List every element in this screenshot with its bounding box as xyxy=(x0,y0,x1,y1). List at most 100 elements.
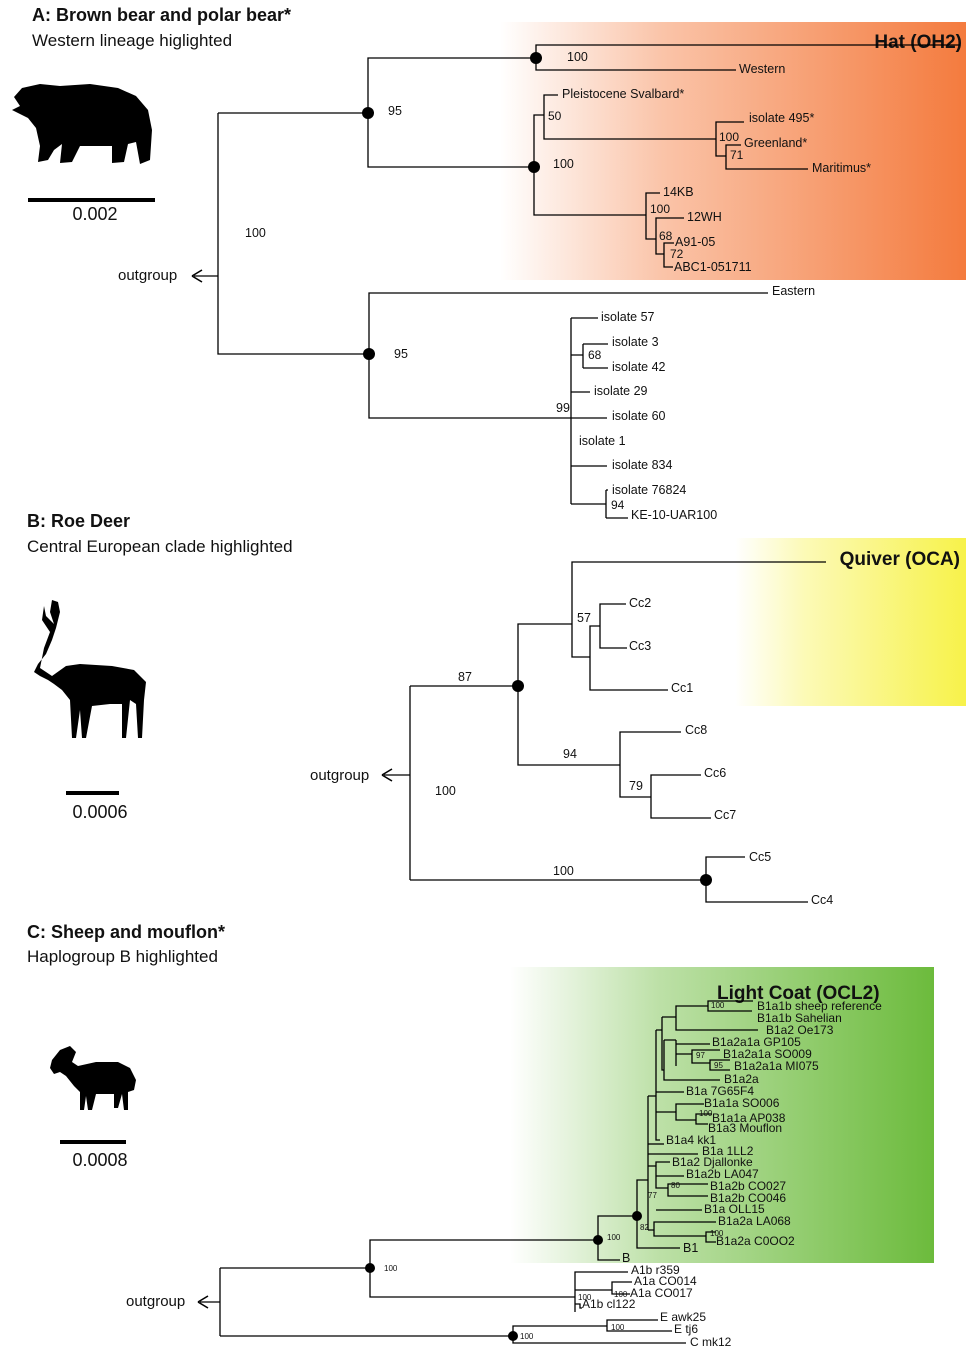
panel-c-taxon: A1b cl122 xyxy=(582,1297,636,1311)
panel-b-title: B: Roe Deer xyxy=(27,511,130,531)
panel-a-support: 94 xyxy=(611,498,625,512)
panel-c-outgroup-label: outgroup xyxy=(126,1293,185,1310)
panel-b-subtitle: Central European clade highlighted xyxy=(27,537,293,556)
node-dot xyxy=(528,161,540,173)
panel-a-taxon: Eastern xyxy=(772,284,815,298)
panel-c-taxon: B1a2 Djallonke xyxy=(672,1155,753,1169)
bear-silhouette-icon xyxy=(12,84,152,164)
panel-c-taxon: B xyxy=(622,1251,630,1265)
panel-c-b-clade xyxy=(597,1215,637,1261)
node-dot xyxy=(632,1211,642,1221)
panel-b-taxon: Cc6 xyxy=(704,766,726,780)
node-dot xyxy=(593,1235,603,1245)
panel-a-support: 100 xyxy=(719,130,739,144)
panel-b-outgroup-label: outgroup xyxy=(310,767,369,784)
panel-c-root-branches xyxy=(219,1267,513,1337)
tree-branch xyxy=(705,1231,716,1243)
panel-a-taxon: isolate 3 xyxy=(612,335,659,349)
panel-c-taxon: B1a4 kk1 xyxy=(666,1133,716,1147)
panel-b-taxon: Cc3 xyxy=(629,639,651,653)
panel-c-support: 82 xyxy=(640,1223,649,1232)
panel-c-support: 100 xyxy=(611,1323,625,1332)
panel-c-taxon: A1a CO017 xyxy=(630,1286,693,1300)
panel-c-taxon: B1a2a xyxy=(724,1072,759,1086)
tree-branch xyxy=(695,1113,712,1125)
panel-a-title: A: Brown bear and polar bear* xyxy=(32,5,291,25)
panel-c-ec-clade xyxy=(512,1325,686,1344)
panel-c-taxon: B1 xyxy=(683,1241,698,1255)
panel-b: B: Roe Deer Central European clade highl… xyxy=(27,511,966,907)
panel-a-support: 95 xyxy=(388,104,402,118)
panel-c-scale-label: 0.0008 xyxy=(72,1150,127,1170)
panel-b-cc5-clade xyxy=(705,856,808,903)
panel-a-taxon: 14KB xyxy=(663,185,694,199)
panel-a-support: 71 xyxy=(730,148,744,162)
node-dot xyxy=(508,1331,518,1341)
panel-b-support: 100 xyxy=(435,784,456,798)
panel-a-taxon: isolate 834 xyxy=(612,458,673,472)
panel-a-support: 100 xyxy=(567,50,588,64)
panel-c-taxon: B1a2a LA068 xyxy=(718,1214,791,1228)
panel-a-taxon: Greenland* xyxy=(744,136,807,150)
panel-a-support: 100 xyxy=(650,202,670,216)
panel-c-subtitle: Haplogroup B highlighted xyxy=(27,947,218,966)
panel-a-taxon: isolate 76824 xyxy=(612,483,686,497)
node-dot xyxy=(365,1263,375,1273)
panel-a-support: 100 xyxy=(553,157,574,171)
panel-a-outgroup-label: outgroup xyxy=(118,267,177,284)
panel-a-greenland-clade xyxy=(715,121,744,157)
panel-c-taxon: B1a2 Oe173 xyxy=(766,1023,834,1037)
panel-c-support: 97 xyxy=(696,1051,705,1060)
panel-c-taxon: A1b r359 xyxy=(631,1263,680,1277)
panel-c-taxon: B1a2a C0OO2 xyxy=(716,1234,795,1248)
tree-branch xyxy=(606,1319,672,1332)
panel-a-support: 95 xyxy=(394,347,408,361)
tree-branch xyxy=(667,1183,708,1197)
panel-b-highlight-label: Quiver (OCA) xyxy=(840,549,960,570)
panel-c-taxon: B1a2b LA047 xyxy=(686,1167,759,1181)
arrow-left-icon xyxy=(197,1295,209,1309)
panel-c-ab-clade xyxy=(369,1239,598,1298)
panel-a-highlight-label: Hat (OH2) xyxy=(874,32,962,53)
panel-b-cc6-clade xyxy=(650,774,711,819)
panel-b-root-branches xyxy=(409,685,706,881)
tree-branch xyxy=(648,1221,716,1237)
panel-a-upper-clade xyxy=(367,57,536,168)
panel-a-taxon: isolate 495* xyxy=(749,111,814,125)
panel-c-support: 100 xyxy=(384,1264,398,1273)
deer-silhouette-icon xyxy=(34,600,146,738)
panel-a-taxon: isolate 29 xyxy=(594,384,648,398)
tree-branch xyxy=(648,1161,670,1189)
sheep-silhouette-icon xyxy=(50,1046,136,1110)
panel-a-maritimus-clade xyxy=(725,144,808,170)
panel-b-quiver-clade xyxy=(571,561,826,658)
panel-a-support: 50 xyxy=(548,109,562,123)
panel-b-cc8-clade xyxy=(619,731,681,798)
tree-branch xyxy=(709,1059,730,1071)
tree-branch xyxy=(648,1030,660,1141)
panel-b-highlight xyxy=(735,538,966,706)
tree-branch xyxy=(707,1000,753,1012)
panel-c-support: 100 xyxy=(614,1290,628,1299)
panel-c-taxon: B1a 1LL2 xyxy=(702,1144,754,1158)
tree-branch xyxy=(571,343,608,369)
panel-a-subtitle: Western lineage higlighted xyxy=(32,31,232,50)
panel-a-taxon: KE-10-UAR100 xyxy=(631,508,717,522)
panel-a-lower-clade xyxy=(368,292,768,419)
panel-c-taxon: B1a2a1a GP105 xyxy=(712,1035,801,1049)
panel-a-taxon: 12WH xyxy=(687,210,722,224)
panel-b-support: 100 xyxy=(553,864,574,878)
panel-c-title: C: Sheep and mouflon* xyxy=(27,922,225,942)
tree-branch xyxy=(571,489,628,519)
panel-c-support: 100 xyxy=(711,1001,725,1010)
panel-b-taxon: Cc5 xyxy=(749,850,771,864)
panel-a-taxon: isolate 42 xyxy=(612,360,666,374)
panel-b-support: 57 xyxy=(577,611,591,625)
panel-c-taxon: E awk25 xyxy=(660,1310,706,1324)
panel-c-highlight xyxy=(510,967,934,1263)
panel-c-taxon: B1a1a SO006 xyxy=(704,1096,780,1110)
panel-c-support: 100 xyxy=(578,1293,592,1302)
panel-b-taxon: Cc1 xyxy=(671,681,693,695)
panel-a-highlight xyxy=(500,22,966,280)
panel-a-root-branches xyxy=(217,112,369,355)
